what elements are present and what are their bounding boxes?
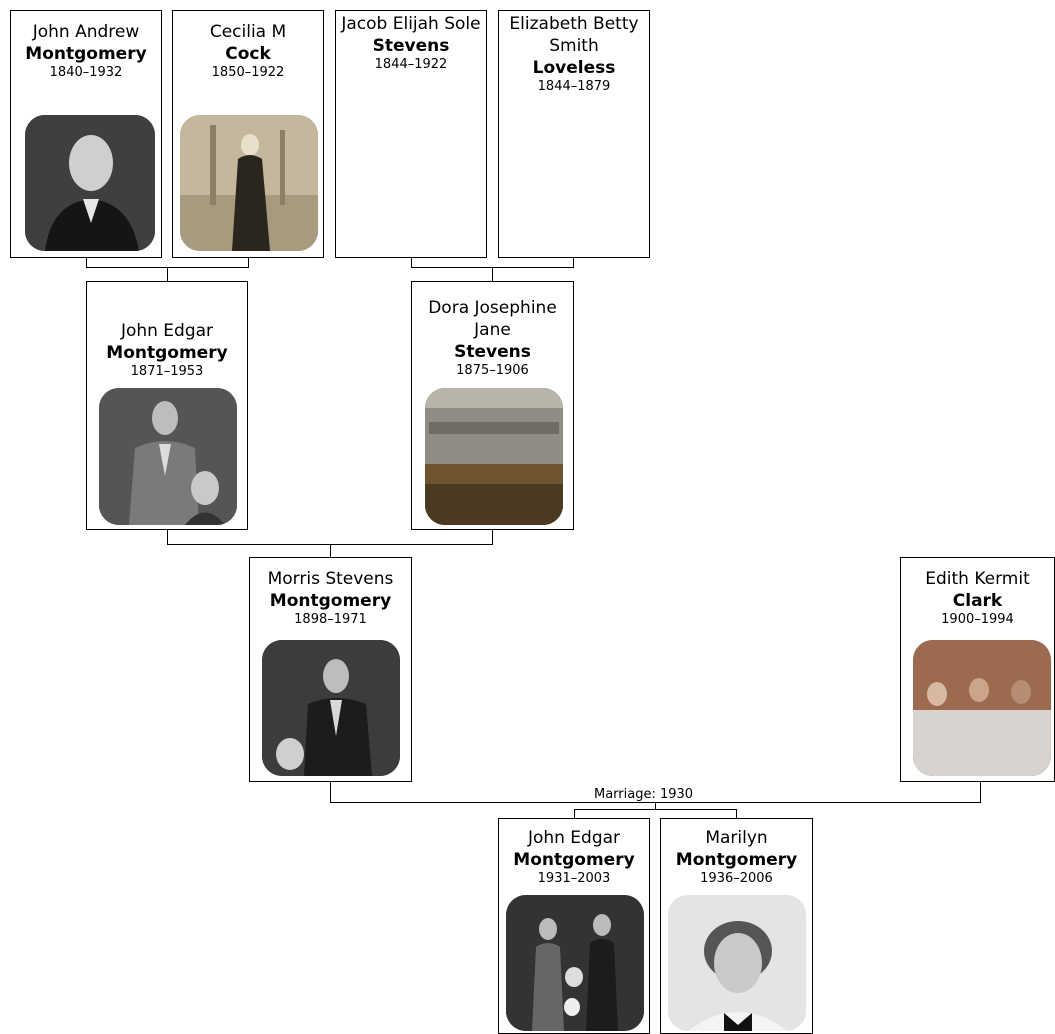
connector-line — [574, 809, 575, 819]
given-name: Edith Kermit — [925, 569, 1030, 589]
surname: Montgomery — [25, 44, 147, 64]
connector-line — [492, 529, 493, 545]
given-name: Cecilia M — [209, 22, 287, 42]
person-card-dora-josephine-jane-stevens[interactable]: Dora Josephine Jane Stevens 1875–1906 — [411, 281, 574, 530]
surname: Montgomery — [106, 343, 228, 363]
person-card-john-andrew-montgomery[interactable]: John Andrew Montgomery 1840–1932 — [10, 10, 162, 258]
portrait-photo — [99, 388, 237, 525]
surname: Cock — [225, 44, 271, 64]
given-name: Marilyn — [705, 828, 768, 848]
marriage-label: Marriage: 1930 — [592, 787, 696, 802]
surname: Stevens — [372, 36, 450, 56]
connector-line — [736, 809, 737, 819]
person-card-john-edgar-montgomery-1871[interactable]: John Edgar Montgomery 1871–1953 — [86, 281, 248, 530]
connector-line — [330, 544, 331, 557]
given-name: John Edgar — [527, 828, 621, 848]
surname: Montgomery — [675, 850, 798, 870]
person-card-cecilia-m-cock[interactable]: Cecilia M Cock 1850–1922 — [172, 10, 324, 258]
life-years: 1844–1879 — [537, 79, 611, 94]
connector-line — [411, 257, 412, 268]
given-name: Dora Josephine Jane — [428, 298, 557, 340]
connector-line — [573, 257, 574, 268]
person-card-marilyn-montgomery[interactable]: Marilyn Montgomery 1936–2006 — [660, 818, 813, 1034]
portrait-photo — [25, 115, 155, 251]
life-years: 1840–1932 — [49, 65, 123, 80]
portrait-photo — [506, 895, 644, 1031]
given-name: Jacob Elijah Sole — [341, 14, 481, 34]
surname: Clark — [952, 591, 1003, 611]
life-years: 1844–1922 — [374, 57, 448, 72]
portrait-photo — [262, 640, 400, 776]
connector-line — [655, 802, 656, 810]
person-card-john-edgar-montgomery-1931[interactable]: John Edgar Montgomery 1931–2003 — [498, 818, 650, 1034]
connector-line — [167, 267, 168, 282]
person-card-morris-stevens-montgomery[interactable]: Morris Stevens Montgomery 1898–1971 — [249, 557, 412, 782]
surname: Stevens — [454, 342, 531, 362]
portrait-photo — [913, 640, 1051, 776]
given-name: John Andrew — [32, 22, 140, 42]
connector-line — [86, 257, 87, 268]
surname: Montgomery — [269, 591, 392, 611]
connector-line — [330, 781, 331, 803]
life-years: 1931–2003 — [537, 871, 611, 886]
connector-line — [980, 781, 981, 803]
person-card-jacob-elijah-sole-stevens[interactable]: Jacob Elijah Sole Stevens 1844–1922 — [335, 10, 487, 258]
life-years: 1850–1922 — [211, 65, 285, 80]
person-card-elizabeth-betty-smith-loveless[interactable]: Elizabeth Betty Smith Loveless 1844–1879 — [498, 10, 650, 258]
connector-line — [574, 809, 737, 810]
person-card-edith-kermit-clark[interactable]: Edith Kermit Clark 1900–1994 — [900, 557, 1055, 782]
portrait-photo — [180, 115, 318, 251]
life-years: 1900–1994 — [941, 612, 1014, 627]
connector-line — [492, 267, 493, 282]
connector-line — [167, 529, 168, 545]
life-years: 1898–1971 — [294, 612, 367, 627]
surname: Loveless — [532, 58, 616, 78]
life-years: 1936–2006 — [700, 871, 773, 886]
life-years: 1871–1953 — [130, 364, 204, 379]
portrait-photo — [668, 895, 806, 1031]
connector-line — [248, 257, 249, 268]
surname: Montgomery — [513, 850, 635, 870]
gravestone-photo — [425, 388, 563, 525]
given-name: Elizabeth Betty Smith — [509, 14, 639, 56]
given-name: John Edgar — [120, 321, 214, 341]
life-years: 1875–1906 — [456, 363, 529, 378]
given-name: Morris Stevens — [267, 569, 394, 589]
